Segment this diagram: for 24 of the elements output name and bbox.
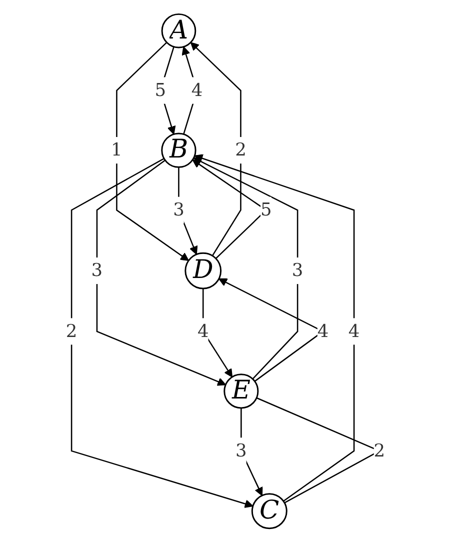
node-circle: E bbox=[223, 374, 258, 409]
edge-label: 2 bbox=[373, 440, 385, 462]
edge-label: 3 bbox=[291, 260, 303, 282]
arrow bbox=[194, 154, 354, 502]
edge-label: 2 bbox=[65, 321, 77, 342]
edge-label: 4 bbox=[196, 321, 208, 342]
arrow bbox=[190, 42, 241, 256]
arrow bbox=[70, 158, 253, 508]
edge-label: 5 bbox=[154, 80, 166, 101]
edge-label: 3 bbox=[235, 440, 246, 462]
node-circle: D bbox=[184, 252, 222, 290]
edge-label: 5 bbox=[260, 200, 272, 220]
edge-label: 1 bbox=[110, 140, 122, 161]
edge-label: 4 bbox=[316, 321, 328, 342]
arrow bbox=[96, 160, 226, 386]
edge-label: 2 bbox=[234, 140, 246, 161]
node-circle: B bbox=[160, 132, 196, 168]
edge-label: 3 bbox=[90, 260, 102, 282]
node-circle: A bbox=[160, 13, 196, 48]
node-circle: C bbox=[250, 493, 287, 530]
edge-label: 3 bbox=[172, 200, 184, 220]
edge-label: 4 bbox=[348, 321, 360, 342]
arrow bbox=[116, 42, 188, 261]
edge-label: 4 bbox=[190, 80, 202, 101]
